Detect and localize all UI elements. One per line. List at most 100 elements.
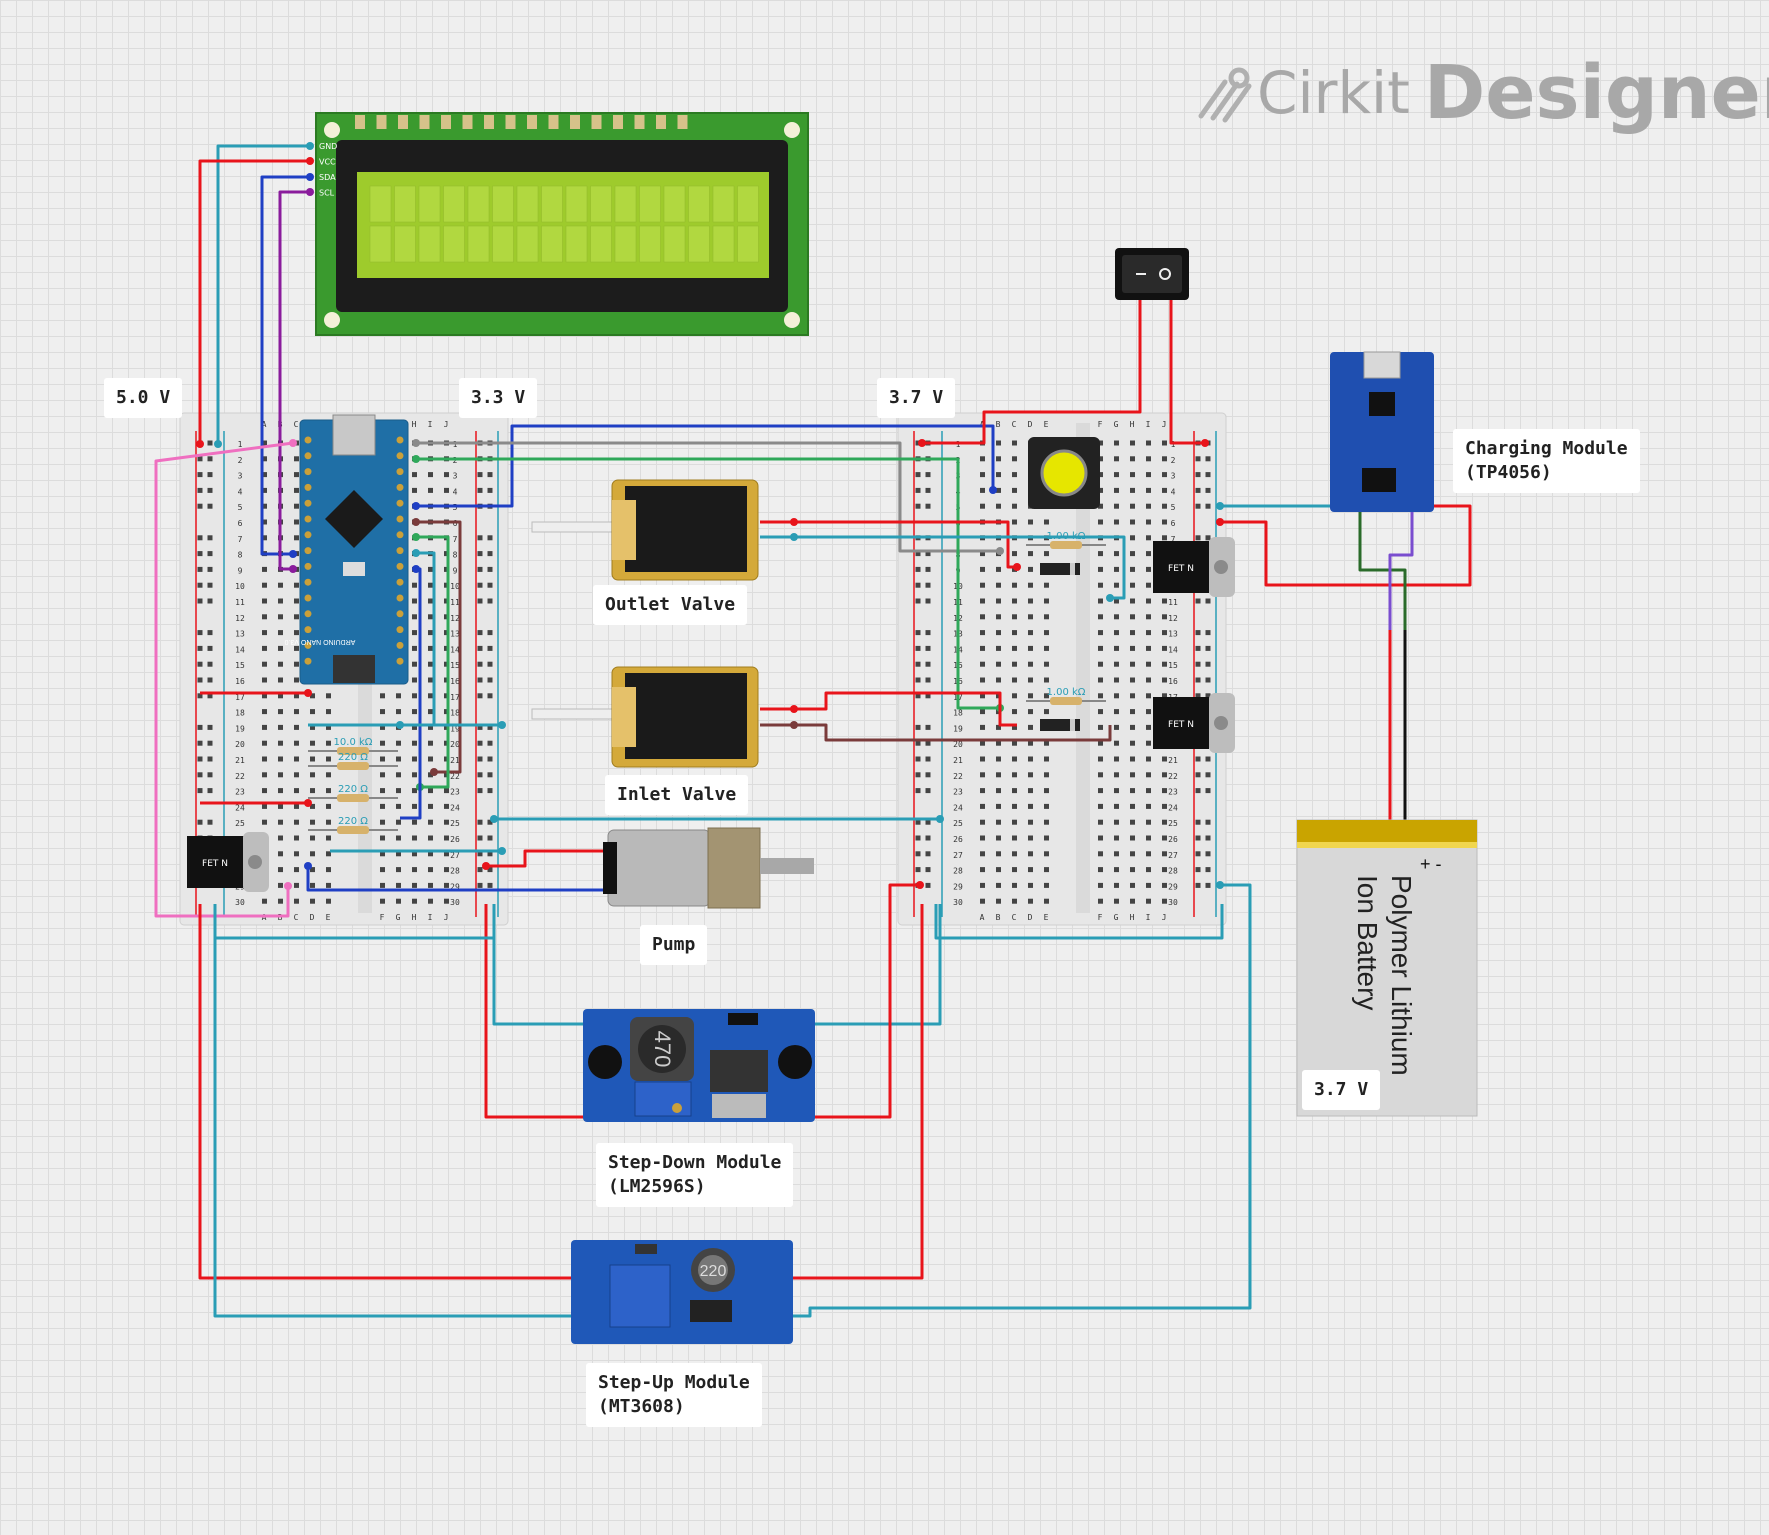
cirkit-logo-icon (1198, 67, 1252, 123)
wire-end (790, 533, 798, 541)
col-letter: H (1130, 913, 1135, 922)
wire-end (304, 799, 312, 807)
row-number: 19 (235, 724, 245, 733)
row-number: 21 (235, 756, 245, 765)
row-number: 14 (1168, 645, 1178, 654)
pump-motor[interactable] (603, 827, 814, 909)
row-number: 21 (953, 756, 963, 765)
wire-end (1216, 502, 1224, 510)
step-down-module[interactable]: 470 (583, 1009, 815, 1122)
mosfet-label: FET N (1168, 720, 1194, 730)
wire (416, 457, 1000, 710)
wire-end (430, 768, 438, 776)
row-number: 4 (453, 487, 458, 496)
row-number: 26 (953, 835, 963, 844)
row-number: 30 (953, 898, 963, 907)
row-number: 10 (450, 582, 460, 591)
col-letter: J (1162, 420, 1167, 429)
wire (198, 159, 310, 444)
wire-end (989, 486, 997, 494)
col-letter: A (980, 913, 985, 922)
row-number: 23 (235, 788, 245, 797)
inlet-valve[interactable] (531, 666, 759, 768)
lipo-battery[interactable]: + - Polymer Lithium Ion Battery (1296, 819, 1478, 1117)
wire (278, 190, 310, 571)
wire (760, 535, 1126, 600)
wire-end (304, 689, 312, 697)
wire-end (306, 142, 314, 150)
logo-brand: Cirkit (1257, 59, 1410, 127)
wire-end (790, 705, 798, 713)
row-number: 24 (235, 803, 245, 812)
wire (760, 520, 1017, 569)
wire-end (412, 439, 420, 447)
col-letter: A (262, 420, 267, 429)
row-number: 21 (450, 756, 460, 765)
wire (492, 904, 588, 1026)
wire-end (214, 440, 222, 448)
row-number: 2 (1171, 456, 1176, 465)
wire (260, 175, 310, 556)
row-number: 28 (953, 867, 963, 876)
col-letter: C (1012, 913, 1017, 922)
row-number: 27 (1168, 851, 1178, 860)
resistor-label: 220 Ω (338, 752, 368, 763)
rocker-switch[interactable] (1115, 248, 1189, 300)
step-down-label: Step-Down Module (LM2596S) (596, 1143, 794, 1207)
charging-module[interactable] (1330, 351, 1434, 512)
row-number: 12 (1168, 614, 1178, 623)
wire-end (498, 847, 506, 855)
col-letter: D (1028, 913, 1033, 922)
col-letter: H (412, 420, 417, 429)
wire-end (412, 549, 420, 557)
row-number: 20 (450, 740, 460, 749)
wire-end (306, 157, 314, 165)
row-number: 15 (450, 661, 460, 670)
wire-end (306, 188, 314, 196)
col-letter: G (1114, 913, 1119, 922)
row-number: 23 (1168, 788, 1178, 797)
row-number: 29 (450, 882, 460, 891)
col-letter: E (1044, 913, 1049, 922)
row-number: 25 (450, 819, 460, 828)
col-letter: B (996, 913, 1001, 922)
wire-end (916, 881, 924, 889)
wire (1358, 506, 1407, 820)
arduino-nano[interactable]: ARDUINO NANO V3.0 (284, 414, 409, 685)
col-letter: I (1146, 420, 1151, 429)
lcd-pin-label: SCL (319, 189, 335, 198)
row-number: 12 (235, 614, 245, 623)
wire (810, 883, 920, 1119)
wire-end (196, 440, 204, 448)
row-number: 20 (235, 740, 245, 749)
row-number: 16 (235, 677, 245, 686)
push-button[interactable] (1028, 437, 1100, 509)
row-number: 20 (953, 740, 963, 749)
wire (1220, 504, 1472, 587)
col-letter: I (1146, 913, 1151, 922)
rail-label-3v3: 3.3 V (459, 378, 538, 418)
resistor-label: 220 Ω (338, 816, 368, 827)
rail-label-3v7: 3.7 V (877, 378, 956, 418)
pump-label: Pump (640, 925, 708, 965)
step-up-module[interactable]: 220 (571, 1240, 793, 1344)
outlet-valve-label: Outlet Valve (593, 585, 748, 625)
wire-end (996, 547, 1004, 555)
row-number: 24 (953, 803, 963, 812)
row-number: 8 (238, 551, 243, 560)
col-letter: G (1114, 420, 1119, 429)
row-number: 22 (450, 772, 460, 781)
resistor-label: 220 Ω (338, 784, 368, 795)
wire-end (412, 518, 420, 526)
row-number: 30 (235, 898, 245, 907)
row-number: 11 (235, 598, 245, 607)
wire-end (289, 439, 297, 447)
outlet-valve[interactable] (531, 479, 759, 581)
resistor-label: 1.00 kΩ (1047, 531, 1086, 542)
row-number: 2 (238, 456, 243, 465)
row-number: 3 (1171, 472, 1176, 481)
row-number: 7 (453, 535, 458, 544)
wire-end (1216, 518, 1224, 526)
